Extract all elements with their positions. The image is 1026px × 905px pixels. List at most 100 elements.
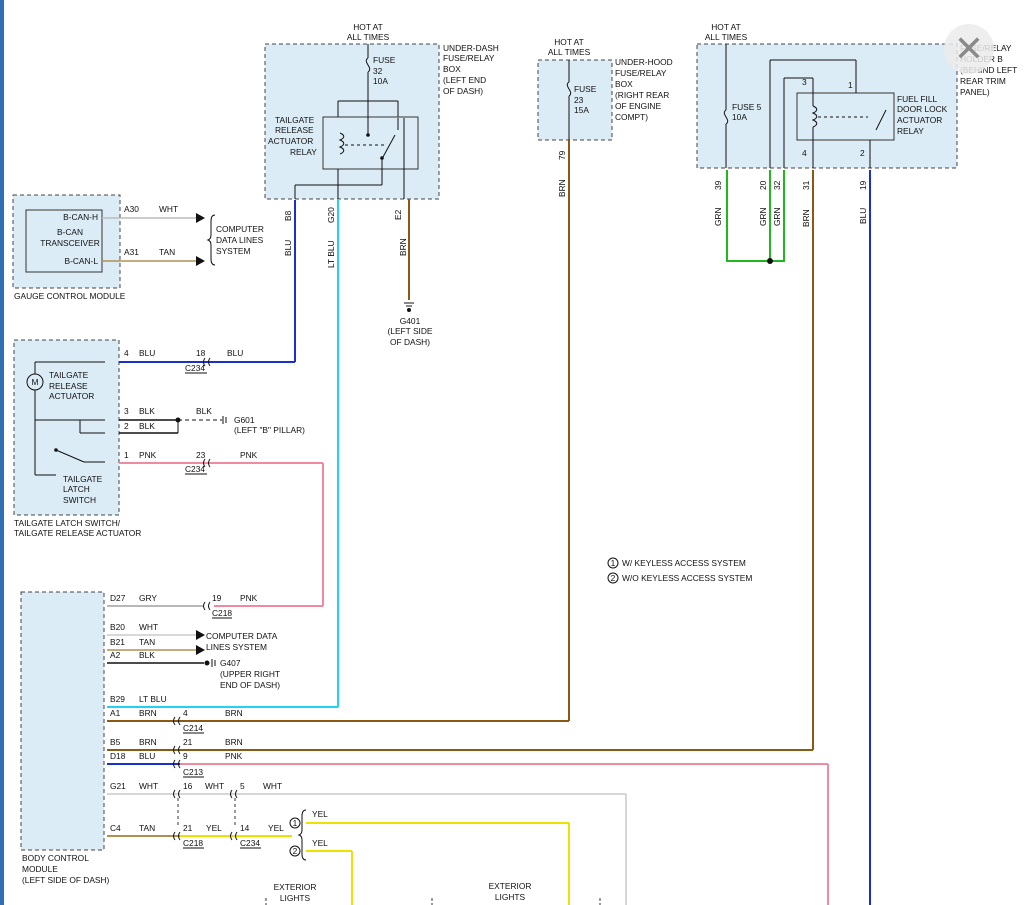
bcm-computer-lines-2: LINES SYSTEM <box>206 642 267 652</box>
wire-brn-79-label: BRN <box>557 179 567 197</box>
close-icon[interactable]: ✕ <box>944 24 994 74</box>
actuator-label-2: RELEASE <box>49 381 88 391</box>
wire-grn-loop <box>726 170 785 262</box>
pin-c19: 19 <box>212 593 222 603</box>
holder-hot-1: HOT AT <box>711 22 740 32</box>
legend-2-marker <box>607 572 619 584</box>
underdash-label-2: FUSE/RELAY <box>443 53 495 63</box>
underhood-label-1: UNDER-HOOD <box>615 57 673 67</box>
motor-symbol: M <box>32 377 39 387</box>
relay-pin-3: 3 <box>802 77 807 87</box>
holder-hot-2: ALL TIMES <box>705 32 748 42</box>
pin-g20: G20 <box>326 207 336 223</box>
wire-blk-g601-label: BLK <box>196 406 212 416</box>
latch-label-3: SWITCH <box>63 495 96 505</box>
pin-20: 20 <box>758 180 768 190</box>
wire-yel-c21-label: YEL <box>206 823 222 833</box>
tailgate-relay-label-1: TAILGATE <box>275 115 315 125</box>
option-1-marker <box>289 817 301 829</box>
bcan-trans-label-2: TRANSCEIVER <box>40 238 100 248</box>
computer-lines-3: SYSTEM <box>216 246 250 256</box>
computer-lines-1: COMPUTER <box>216 224 264 234</box>
bcan-transceiver-box <box>25 209 103 273</box>
connector-icon <box>230 789 238 799</box>
pin-c23: 23 <box>196 450 206 460</box>
arrow-icon <box>196 256 205 266</box>
wire-blk-a2-label: BLK <box>139 650 155 660</box>
bcm-label-3: (LEFT SIDE OF DASH) <box>22 875 110 885</box>
underdash-hot-2: ALL TIMES <box>347 32 390 42</box>
relay-switch-arm <box>382 134 396 158</box>
pin-32: 32 <box>772 180 782 190</box>
wire-pnk-c23-label: PNK <box>240 450 258 460</box>
option-2-marker <box>289 845 301 857</box>
connector-c234-c: C234 <box>240 838 260 848</box>
pin-c21: 21 <box>183 737 193 747</box>
wire-wht-g21-label: WHT <box>139 781 158 791</box>
wire-brn-31-label: BRN <box>801 209 811 227</box>
latch-label-2: LATCH <box>63 484 90 494</box>
underdash-label-5: OF DASH) <box>443 86 483 96</box>
exterior-lights-1-b: LIGHTS <box>280 893 311 903</box>
bcm-computer-lines-1: COMPUTER DATA <box>206 631 278 641</box>
wire-grn-label-2: GRN <box>758 207 768 226</box>
wire-blk-t3-label: BLK <box>139 406 155 416</box>
wire-blu-t4-label: BLU <box>139 348 155 358</box>
pin-d18: D18 <box>110 751 126 761</box>
pin-t1: 1 <box>124 450 129 460</box>
g407-label-1: G407 <box>220 658 241 668</box>
g601-label-2: (LEFT "B" PILLAR) <box>234 425 305 435</box>
wire-grn-label-1: GRN <box>713 207 723 226</box>
pin-a2: A2 <box>110 650 121 660</box>
relay-pin-4: 4 <box>802 148 807 158</box>
pin-a30: A30 <box>124 204 139 214</box>
wire-wht-c5-label: WHT <box>263 781 282 791</box>
legend-2-num: 2 <box>611 573 616 583</box>
connector-c234-b: C234 <box>185 464 205 474</box>
wire-blu-label: BLU <box>283 240 293 256</box>
wire-pnk-t1-label: PNK <box>139 450 157 460</box>
fuse-23-label-3: 15A <box>574 105 589 115</box>
wire-brn-g401-label: BRN <box>398 238 408 256</box>
fuse-23-symbol <box>566 81 572 97</box>
tailgate-relay-box <box>322 116 419 170</box>
pin-t2: 2 <box>124 421 129 431</box>
wire-grn-label-3: GRN <box>772 207 782 226</box>
fuelfill-label-1: FUEL FILL <box>897 94 938 104</box>
pin-b29: B29 <box>110 694 125 704</box>
g601-label-1: G601 <box>234 415 255 425</box>
pin-b21: B21 <box>110 637 125 647</box>
pin-b5: B5 <box>110 737 121 747</box>
wire-tan-b21-label: TAN <box>139 637 155 647</box>
pin-c21b: 21 <box>183 823 193 833</box>
fuse-32-label-2: 32 <box>373 66 383 76</box>
pin-t3: 3 <box>124 406 129 416</box>
connector-icon <box>173 789 181 799</box>
wire-ltblu-label: LT BLU <box>326 240 336 268</box>
connector-icon <box>203 458 211 468</box>
holder-label-4: REAR TRIM <box>960 76 1006 86</box>
wire-ltblu-b29-label: LT BLU <box>139 694 167 704</box>
connector-icon <box>173 831 181 841</box>
relay-pin-2: 2 <box>860 148 865 158</box>
bcan-l-label: B-CAN-L <box>64 256 98 266</box>
wire-pnk-c19-label: PNK <box>240 593 258 603</box>
relay-pin-1: 1 <box>848 80 853 90</box>
connector-c213: C213 <box>183 767 203 777</box>
pin-c4b: 4 <box>183 708 188 718</box>
bracket <box>206 214 216 266</box>
pin-c5: 5 <box>240 781 245 791</box>
latch-label-1: TAILGATE <box>63 474 103 484</box>
option-2-num: 2 <box>293 846 298 856</box>
underhood-label-3: BOX <box>615 79 633 89</box>
fuse-32-label-1: FUSE <box>373 55 396 65</box>
fuel-fill-relay-box <box>796 92 895 141</box>
wire-gry-label: GRY <box>139 593 157 603</box>
pin-a31: A31 <box>124 247 139 257</box>
pin-39: 39 <box>713 180 723 190</box>
bcm-label-1: BODY CONTROL <box>22 853 89 863</box>
fuse-23-label-1: FUSE <box>574 84 597 94</box>
fuel-relay-coil-symbol <box>811 105 818 128</box>
